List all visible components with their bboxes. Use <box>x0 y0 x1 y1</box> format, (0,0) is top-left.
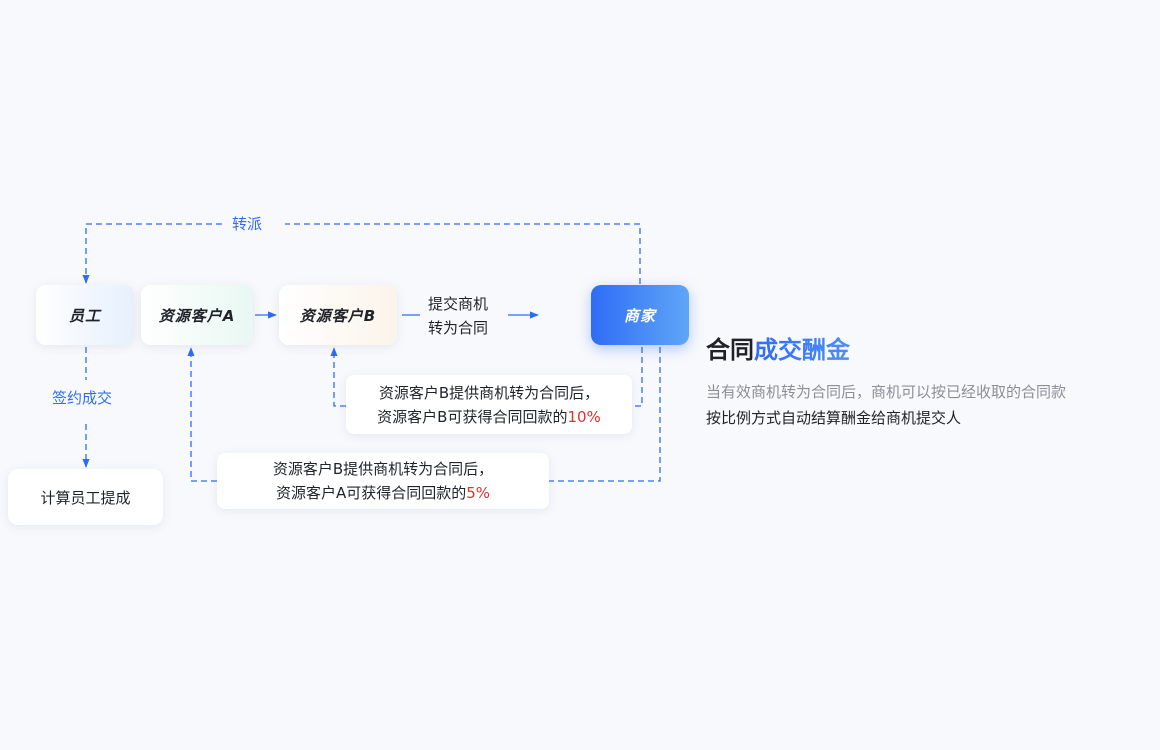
node-merchant: 商家 <box>591 285 689 345</box>
client-a-reward-percent: 5% <box>466 484 491 502</box>
client-b-reward-prefix: 资源客户B可获得合同回款的 <box>377 407 568 426</box>
client-b-reward-percent: 10% <box>567 407 601 426</box>
info-title-plain: 合同 <box>706 336 754 364</box>
client-b-reward-note: 资源客户B提供商机转为合同后， 资源客户B可获得合同回款的10% <box>346 375 632 434</box>
client-a-reward-prefix: 资源客户A可获得合同回款的 <box>275 484 467 502</box>
node-merchant-label: 商家 <box>623 306 656 325</box>
signed-label: 签约成交 <box>48 387 117 408</box>
transfer-connector <box>285 223 641 284</box>
client-a-reward-line-2: 资源客户A可获得合同回款的5% <box>217 481 549 505</box>
b-reward-connector-left <box>330 347 346 407</box>
info-description-line-1: 当有效商机转为合同后，商机可以按已经收取的合同款 <box>706 383 1067 401</box>
node-client-a-label: 资源客户A <box>158 306 236 325</box>
client-a-reward-line-1: 资源客户B提供商机转为合同后， <box>272 460 494 478</box>
node-client-b-label: 资源客户B <box>299 306 377 325</box>
b-reward-connector <box>632 347 643 407</box>
a-reward-connector-left <box>187 347 217 482</box>
node-client-a: 资源客户A <box>141 285 253 345</box>
client-a-reward-note: 资源客户B提供商机转为合同后， 资源客户A可获得合同回款的5% <box>217 453 549 509</box>
a-reward-connector <box>549 347 661 482</box>
node-client-b: 资源客户B <box>279 285 397 345</box>
node-calc-commission-label: 计算员工提成 <box>40 488 131 507</box>
client-b-reward-line-2: 资源客户B可获得合同回款的10% <box>346 405 632 429</box>
submit-opportunity-label: 提交商机 转为合同 <box>428 292 488 340</box>
submit-line-1: 提交商机 <box>428 295 489 313</box>
node-calc-commission: 计算员工提成 <box>8 469 163 525</box>
info-title: 合同成交酬金 <box>706 330 1066 365</box>
info-panel: 合同成交酬金 当有效商机转为合同后，商机可以按已经收取的合同款 按比例方式自动结… <box>706 330 1066 431</box>
transfer-label: 转派 <box>228 213 267 234</box>
submit-line-2: 转为合同 <box>428 319 489 337</box>
node-staff: 员工 <box>36 285 134 345</box>
info-title-highlight: 成交酬金 <box>754 336 850 364</box>
node-staff-label: 员工 <box>68 306 101 325</box>
info-description-line-2: 按比例方式自动结算酬金给商机提交人 <box>706 409 962 427</box>
client-b-reward-line-1: 资源客户B提供商机转为合同后， <box>378 383 600 402</box>
transfer-connector-left <box>82 223 222 284</box>
